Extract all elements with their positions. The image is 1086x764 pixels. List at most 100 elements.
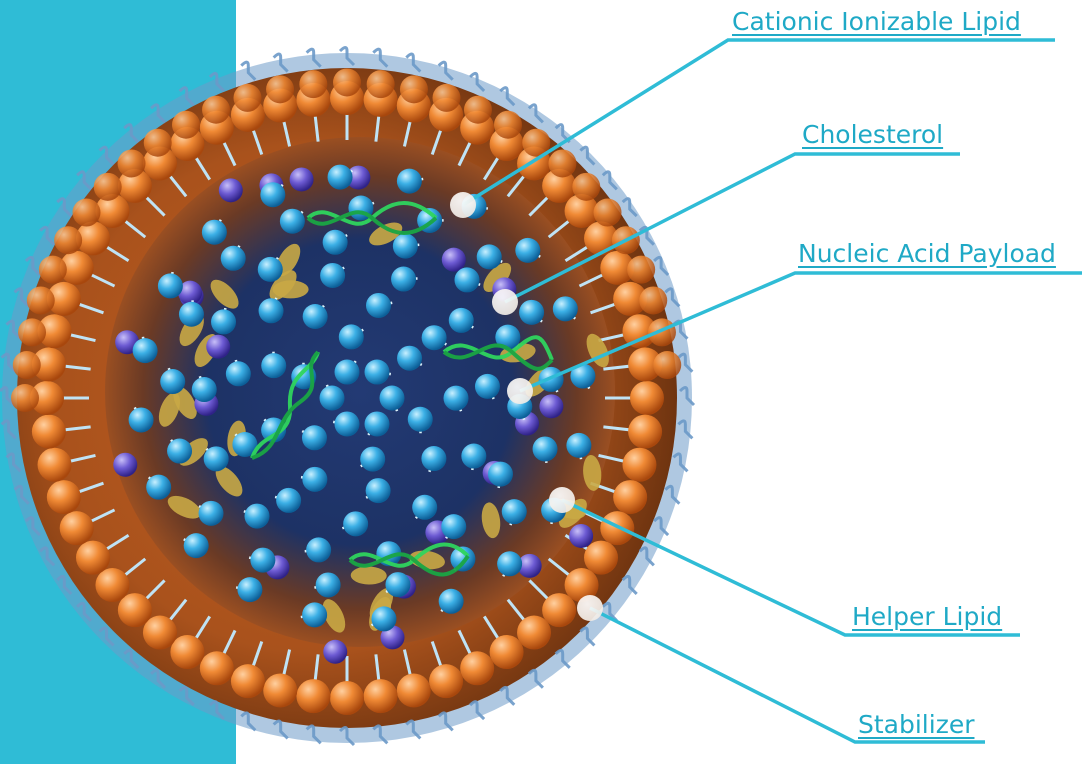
marker-nucleic [507,378,533,404]
ionizable-lipid-head [502,499,527,524]
ionizable-lipid-head [323,230,348,255]
ionizable-lipid-head [303,304,328,329]
outer-lipid-head [494,111,522,139]
ionizable-lipid-head [360,447,385,472]
outer-lipid-head [299,70,327,98]
ionizable-lipid-head [259,298,284,323]
outer-lipid-head [653,351,681,379]
helper-lipid-head [539,394,563,418]
ionizable-lipid-head [192,377,217,402]
outer-lipid-head [296,679,330,713]
marker-cholesterol [492,289,518,315]
ionizable-lipid-head [302,467,327,492]
outer-lipid-head [94,173,122,201]
ionizable-lipid-head [519,300,544,325]
helper-lipid-head [323,640,347,664]
ionizable-lipid-head [245,504,270,529]
outer-lipid-head [517,616,551,650]
ionizable-lipid-head [365,360,390,385]
helper-lipid-head [113,453,137,477]
ionizable-lipid-head [475,374,500,399]
outer-lipid-head [364,679,398,713]
outer-lipid-head [47,480,81,514]
ionizable-lipid-head [320,263,345,288]
ionizable-lipid-head [477,244,502,269]
outer-lipid-head [32,415,66,449]
outer-lipid-head [233,84,261,112]
ionizable-lipid-head [343,511,368,536]
ionizable-lipid-head [158,273,183,298]
ionizable-lipid-head [439,589,464,614]
ionizable-lipid-head [443,386,468,411]
outer-lipid-head [639,286,667,314]
outer-lipid-head [170,635,204,669]
ionizable-lipid-head [280,209,305,234]
ionizable-lipid-head [380,386,405,411]
marker-stabilizer [577,595,603,621]
ionizable-lipid-head [488,462,513,487]
outer-lipid-head [572,173,600,201]
ionizable-lipid-head [302,425,327,450]
outer-lipid-head [60,511,94,545]
outer-lipid-head [72,199,100,227]
ionizable-lipid-head [258,257,283,282]
outer-lipid-head [330,681,364,715]
ionizable-lipid-head [328,165,353,190]
outer-lipid-head [400,75,428,103]
ionizable-lipid-head [146,475,171,500]
ionizable-lipid-head [449,308,474,333]
outer-lipid-head [39,256,67,284]
ionizable-lipid-head [302,602,327,627]
outer-lipid-head [628,415,662,449]
outer-lipid-head [613,480,647,514]
outer-lipid-head [622,448,656,482]
ionizable-lipid-head [260,182,285,207]
outer-lipid-head [231,664,265,698]
outer-lipid-head [200,651,234,685]
ionizable-lipid-head [133,338,158,363]
ionizable-lipid-head [237,577,262,602]
outer-lipid-head [202,96,230,124]
helper-lipid-head [569,524,593,548]
outer-lipid-head [172,111,200,139]
marker-cationic [450,192,476,218]
helper-lipid-head [206,335,230,359]
outer-lipid-head [367,70,395,98]
ionizable-lipid-head [533,436,558,461]
outer-lipid-head [460,651,494,685]
outer-lipid-head [594,199,622,227]
ionizable-lipid-head [320,386,345,411]
ionizable-lipid-head [422,325,447,350]
label-helper-lipid: Helper Lipid [852,604,1002,629]
outer-lipid-head [38,448,72,482]
outer-lipid-head [11,384,39,412]
ionizable-lipid-head [184,533,209,558]
ionizable-lipid-head [365,411,390,436]
outer-lipid-head [429,664,463,698]
ionizable-lipid-head [202,220,227,245]
ionizable-lipid-head [397,346,422,371]
outer-lipid-head [266,75,294,103]
label-stabilizer: Stabilizer [858,712,974,737]
ionizable-lipid-head [261,353,286,378]
outer-lipid-head [627,256,655,284]
outer-lipid-head [548,149,576,177]
ionizable-lipid-head [211,309,236,334]
ionizable-lipid-head [335,360,360,385]
ionizable-lipid-head [412,495,437,520]
ionizable-lipid-head [566,433,591,458]
outer-lipid-head [490,635,524,669]
outer-lipid-head [144,129,172,157]
outer-lipid-head [433,84,461,112]
outer-lipid-head [95,568,129,602]
helper-lipid-head [442,248,466,272]
ionizable-lipid-head [199,501,224,526]
outer-lipid-head [630,381,664,415]
helper-lipid-head [290,167,314,191]
ionizable-lipid-head [371,606,396,631]
ionizable-lipid-head [366,478,391,503]
ionizable-lipid-head [129,407,154,432]
ionizable-lipid-head [408,407,433,432]
ionizable-lipid-head [391,267,416,292]
